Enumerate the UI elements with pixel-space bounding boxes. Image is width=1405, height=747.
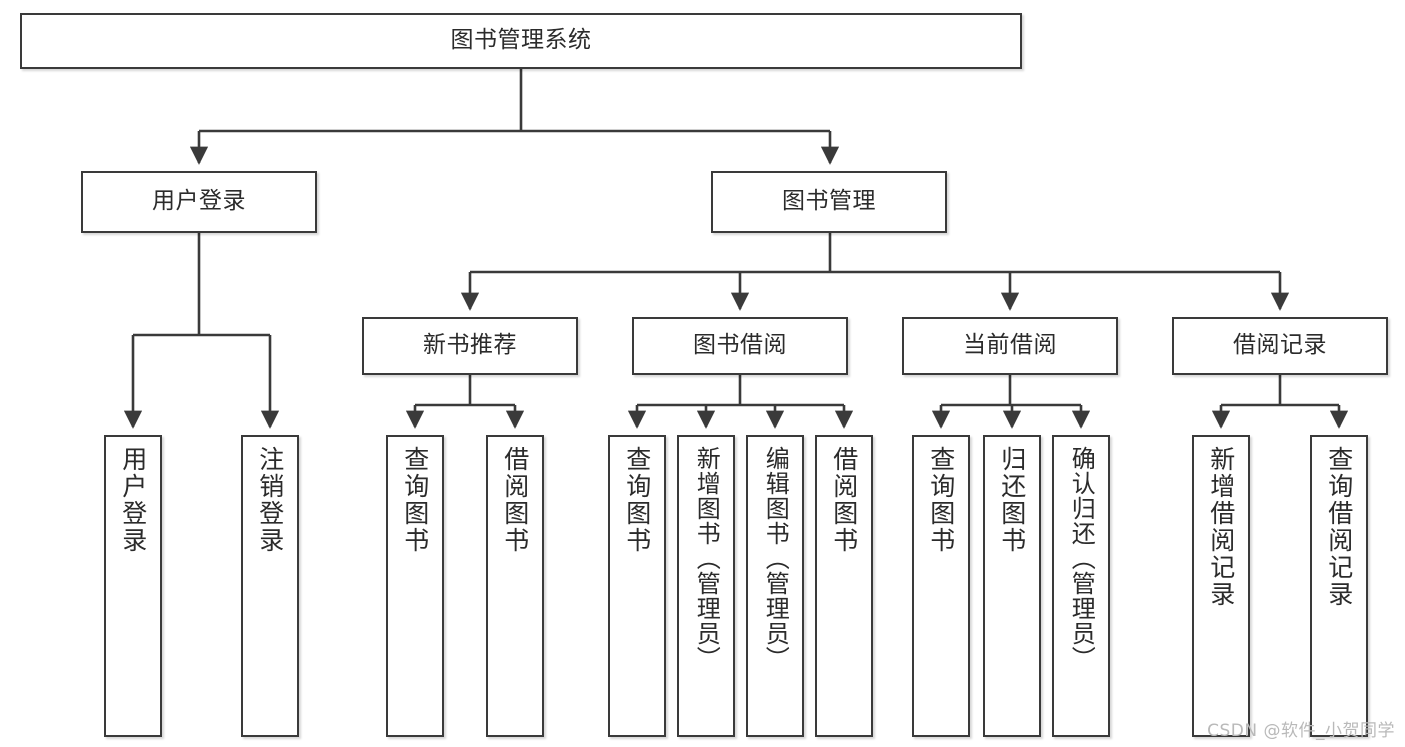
node-leaf-user-login[interactable]: 用户登录 [104,435,162,737]
node-leaf-user-login-label: 用户登录 [118,446,148,554]
node-current-borrow-label: 当前借阅 [963,332,1057,359]
node-new-book-recommend[interactable]: 新书推荐 [362,317,578,375]
node-leaf-query-book-borrow[interactable]: 查询图书 [608,435,666,737]
node-leaf-add-book[interactable]: 新增图书（管理员） [677,435,735,737]
node-root[interactable]: 图书管理系统 [20,13,1022,69]
node-leaf-return-book-label: 归还图书 [997,446,1027,554]
node-borrow-record-label: 借阅记录 [1233,332,1327,359]
node-root-label: 图书管理系统 [450,27,592,54]
node-leaf-borrow-book-recommend[interactable]: 借阅图书 [486,435,544,737]
node-leaf-add-book-label: 新增图书（管理员） [692,446,721,671]
node-leaf-edit-book[interactable]: 编辑图书（管理员） [746,435,804,737]
node-leaf-confirm-return[interactable]: 确认归还（管理员） [1052,435,1110,737]
node-leaf-query-borrow-record[interactable]: 查询借阅记录 [1310,435,1368,737]
node-leaf-query-borrow-record-label: 查询借阅记录 [1324,446,1354,608]
node-leaf-query-book-borrow-label: 查询图书 [622,446,652,554]
watermark-text: CSDN @软件_小贺同学 [1207,721,1395,741]
node-leaf-borrow-book-label: 借阅图书 [829,446,859,554]
node-leaf-query-book-recommend-label: 查询图书 [400,446,430,554]
node-leaf-confirm-return-label: 确认归还（管理员） [1067,446,1096,671]
node-new-book-recommend-label: 新书推荐 [423,332,517,359]
node-user-login-label: 用户登录 [152,188,246,215]
node-leaf-query-book-current[interactable]: 查询图书 [912,435,970,737]
node-current-borrow[interactable]: 当前借阅 [902,317,1118,375]
node-leaf-logout[interactable]: 注销登录 [241,435,299,737]
node-leaf-borrow-book[interactable]: 借阅图书 [815,435,873,737]
node-leaf-add-borrow-record-label: 新增借阅记录 [1206,446,1236,608]
node-leaf-edit-book-label: 编辑图书（管理员） [761,446,790,671]
node-book-borrow-label: 图书借阅 [693,332,787,359]
node-book-management[interactable]: 图书管理 [711,171,947,233]
node-leaf-add-borrow-record[interactable]: 新增借阅记录 [1192,435,1250,737]
node-leaf-return-book[interactable]: 归还图书 [983,435,1041,737]
node-leaf-logout-label: 注销登录 [255,446,285,554]
node-leaf-query-book-current-label: 查询图书 [926,446,956,554]
node-book-borrow[interactable]: 图书借阅 [632,317,848,375]
node-leaf-query-book-recommend[interactable]: 查询图书 [386,435,444,737]
node-book-management-label: 图书管理 [782,188,876,215]
node-leaf-borrow-book-recommend-label: 借阅图书 [500,446,530,554]
node-borrow-record[interactable]: 借阅记录 [1172,317,1388,375]
node-user-login[interactable]: 用户登录 [81,171,317,233]
